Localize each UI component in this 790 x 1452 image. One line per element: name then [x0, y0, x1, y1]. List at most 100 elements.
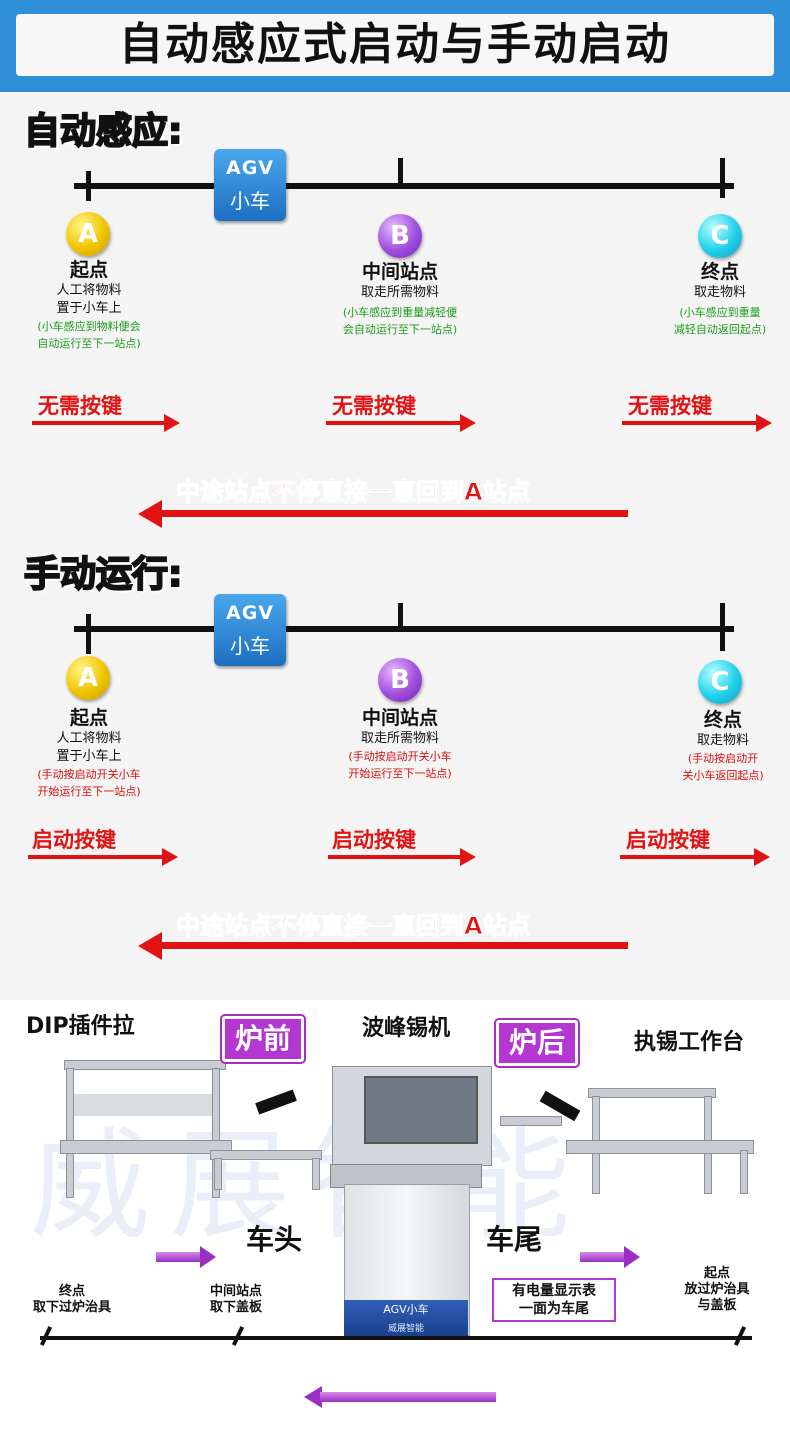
manual-return-arrow [138, 932, 628, 960]
station-desc: 取走物料 [696, 733, 749, 748]
cart-tail-label: 车尾 [486, 1223, 543, 1256]
station-name: 中间站点 [361, 707, 438, 729]
station-note: (小车感应到重量 [679, 306, 761, 319]
station-desc: 人工将物料 [56, 731, 122, 746]
manual-station-a-icon: A [66, 656, 110, 700]
start-station-label: 起点 放过炉治具 与盖板 [664, 1266, 770, 1314]
end-station-desc: 取下过炉治具 [32, 1300, 111, 1315]
auto-station-b: 中间站点 取走所需物料 (小车感应到重量减轻便 会自动运行至下一站点) [320, 260, 480, 338]
manual-forward-arrow-2 [328, 848, 476, 866]
manual-tick-a [86, 614, 91, 654]
station-desc: 人工将物料 [56, 283, 122, 298]
auto-station-b-icon: B [378, 214, 422, 258]
station-note: 开始运行至下一站点) [348, 767, 452, 780]
auto-forward-arrow-2 [326, 414, 476, 432]
dip-line-callout: DIP插件拉 [26, 1014, 135, 1039]
agv-label: AGV [225, 157, 274, 179]
station-note: (手动按启动开关小车 [348, 750, 452, 763]
auto-station-c-icon: C [698, 214, 742, 258]
manual-station-b: 中间站点 取走所需物料 (手动按启动开关小车 开始运行至下一站点) [320, 706, 480, 782]
auto-return-arrow [138, 500, 628, 528]
mid-station-desc: 取下盖板 [209, 1300, 262, 1315]
station-name: 中间站点 [361, 261, 438, 283]
start-station-desc: 放过炉治具 [684, 1282, 750, 1297]
cart-plate-label: AGV小车 [383, 1303, 429, 1316]
purple-forward-arrow-1 [156, 1246, 216, 1268]
agv-label: AGV [225, 602, 274, 624]
before-furnace-box: 炉前 [222, 1016, 305, 1062]
title-banner: 自动感应式启动与手动启动 [0, 0, 790, 92]
manual-start-key-label-3: 启动按键 [626, 828, 710, 852]
auto-forward-arrow-3 [622, 414, 772, 432]
auto-agv-cart-badge: AGV 小车 [214, 149, 286, 221]
purple-return-arrow [304, 1386, 496, 1408]
cart-brand-label: 威展智能 [387, 1324, 424, 1334]
auto-no-key-label-1: 无需按键 [38, 394, 122, 418]
auto-tick-b [398, 158, 403, 186]
station-note: (小车感应到物料便会 [37, 320, 141, 333]
station-note: 开始运行至下一站点) [37, 785, 141, 798]
after-furnace-box: 炉后 [496, 1020, 579, 1066]
station-note: 会自动运行至下一站点) [342, 323, 458, 336]
agv-cart-label: 小车 [230, 189, 270, 213]
mid-station-title: 中间站点 [209, 1284, 262, 1299]
purple-forward-arrow-2 [580, 1246, 640, 1268]
manual-station-c-icon: C [698, 660, 742, 704]
station-name: 终点 [703, 709, 742, 731]
manual-station-b-icon: B [378, 658, 422, 702]
auto-forward-arrow-1 [32, 414, 180, 432]
battery-meter-line1: 有电量显示表 [512, 1283, 596, 1299]
auto-return-text: 中途站点不停直接一直回到A站点 [176, 478, 532, 507]
manual-agv-cart-badge: AGV 小车 [214, 594, 286, 666]
auto-track-line [74, 183, 734, 189]
mid-station-label: 中间站点 取下盖板 [186, 1284, 286, 1316]
station-note: 减轻自动返回起点) [673, 323, 767, 336]
wave-machine-callout: 波峰锡机 [362, 1016, 451, 1041]
manual-station-a: 起点 人工将物料 置于小车上 (手动按启动开关小车 开始运行至下一站点) [14, 706, 164, 800]
station-name: 起点 [69, 707, 108, 729]
auto-tick-c [720, 158, 725, 198]
battery-meter-line2: 一面为车尾 [519, 1301, 589, 1317]
cart-head-label: 车头 [246, 1223, 303, 1256]
workbench-callout: 执锡工作台 [634, 1030, 745, 1055]
auto-tick-a [86, 171, 91, 201]
manual-track-line [74, 626, 734, 632]
station-desc: 取走所需物料 [360, 731, 439, 746]
title-panel: 自动感应式启动与手动启动 [16, 14, 774, 76]
auto-station-a: 起点 人工将物料 置于小车上 (小车感应到物料便会 自动运行至下一站点) [14, 258, 164, 352]
bottom-track-line [40, 1336, 752, 1340]
end-station-title: 终点 [58, 1284, 85, 1299]
manual-start-key-label-2: 启动按键 [332, 828, 416, 852]
station-desc: 取走物料 [693, 285, 746, 300]
start-station-title: 起点 [703, 1266, 730, 1281]
auto-no-key-label-2: 无需按键 [332, 394, 416, 418]
manual-section-title: 手动运行: [23, 553, 183, 596]
manual-start-key-label-1: 启动按键 [32, 828, 116, 852]
auto-station-a-icon: A [66, 212, 110, 256]
station-note: (手动按启动开关小车 [37, 768, 141, 781]
station-desc: 置于小车上 [56, 301, 122, 316]
station-note: (小车感应到重量减轻便 [342, 306, 458, 319]
end-station-label: 终点 取下过炉治具 [14, 1284, 130, 1316]
station-name: 起点 [69, 259, 108, 281]
auto-section-title: 自动感应: [23, 110, 183, 153]
battery-meter-tag: 有电量显示表 一面为车尾 [492, 1278, 616, 1322]
manual-forward-arrow-1 [28, 848, 178, 866]
auto-no-key-label-3: 无需按键 [628, 394, 712, 418]
station-note: 关小车返回起点) [682, 769, 764, 782]
station-name: 终点 [700, 261, 739, 283]
manual-station-c: 终点 取走物料 (手动按启动开 关小车返回起点) [660, 708, 786, 784]
station-desc: 置于小车上 [56, 749, 122, 764]
manual-return-text: 中途站点不停直接一直回到A站点 [176, 912, 532, 941]
manual-tick-b [398, 603, 403, 631]
manual-tick-c [720, 603, 725, 651]
start-station-desc-2: 与盖板 [697, 1298, 737, 1313]
station-note: (手动按启动开 [687, 752, 759, 765]
agv-cart-label: 小车 [230, 634, 270, 658]
station-desc: 取走所需物料 [360, 285, 439, 300]
station-note: 自动运行至下一站点) [37, 337, 141, 350]
manual-forward-arrow-3 [620, 848, 770, 866]
auto-station-c: 终点 取走物料 (小车感应到重量 减轻自动返回起点) [650, 260, 790, 338]
production-line-illustration: 威展智能 AGV小车 威展智能 DIP插件拉 炉前 波峰锡机 炉后 执锡工作台 [0, 1000, 790, 1452]
page-title: 自动感应式启动与手动启动 [119, 19, 671, 70]
